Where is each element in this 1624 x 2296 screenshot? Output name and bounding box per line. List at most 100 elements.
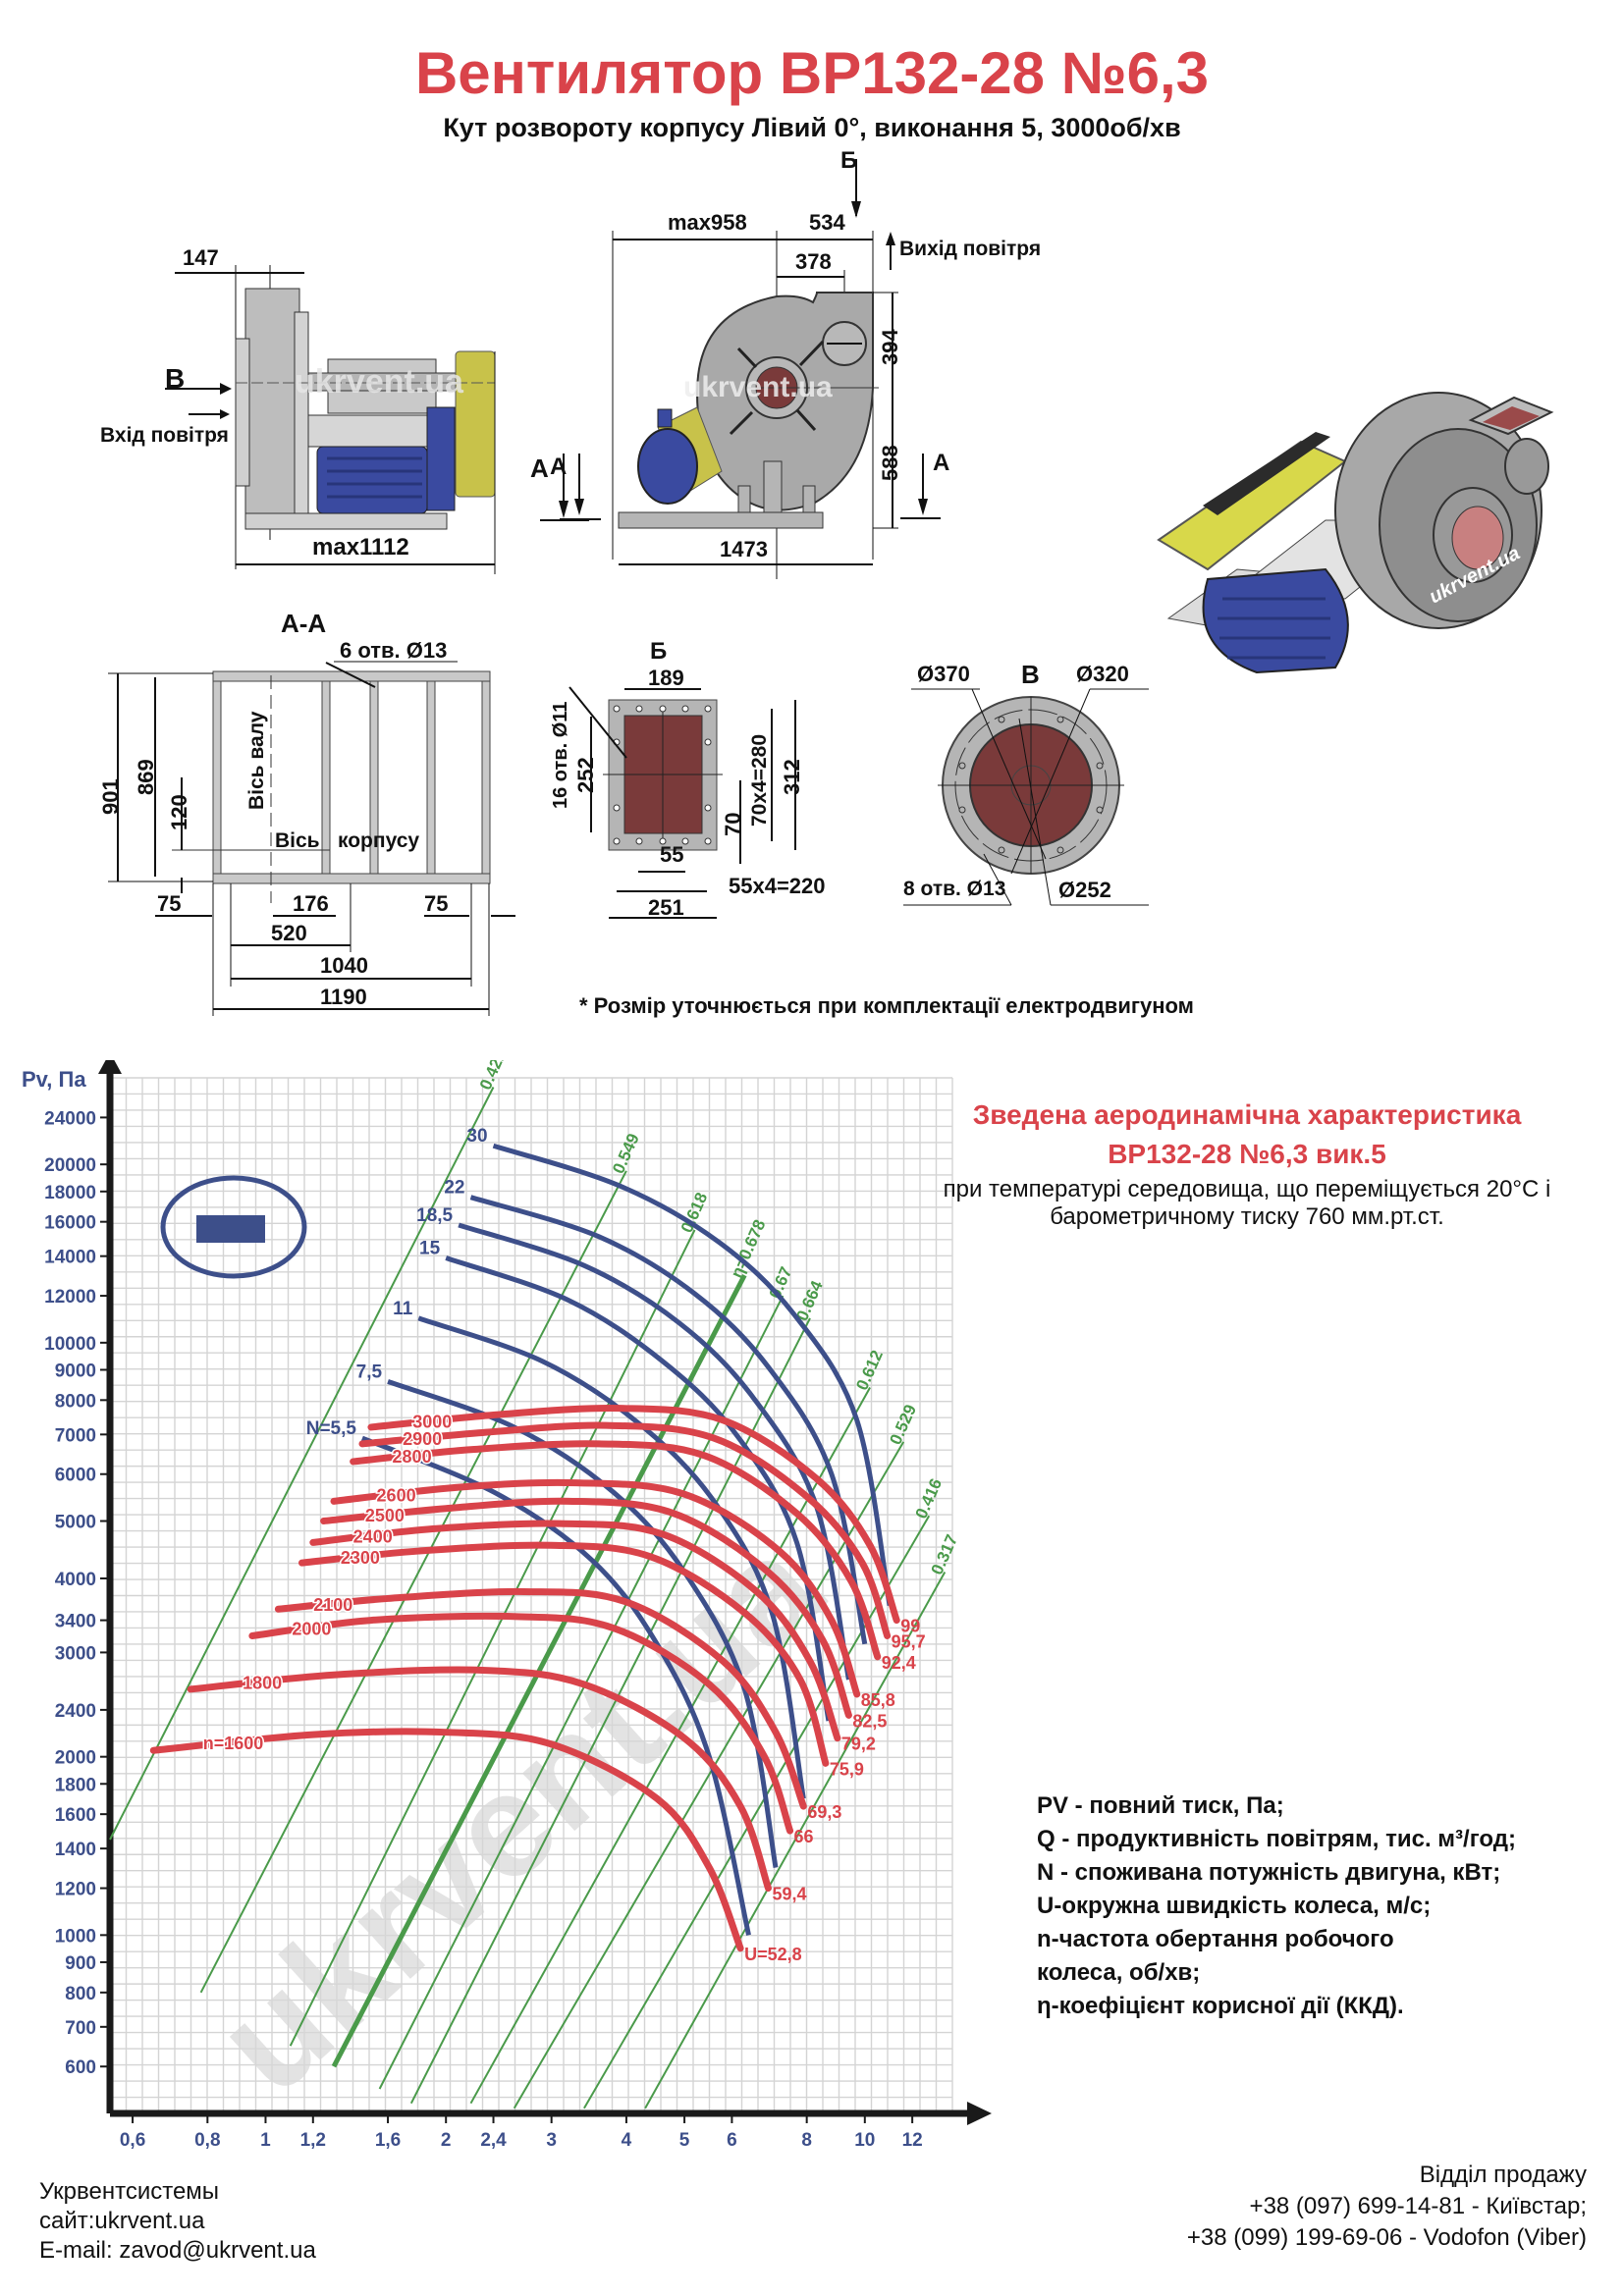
- dim-55: 55: [660, 842, 684, 867]
- chart-title: Зведена аеродинамічна характеристика: [972, 1099, 1522, 1130]
- y-tick-label: 2000: [55, 1748, 96, 1769]
- tip-speed-label: 69,3: [807, 1802, 841, 1822]
- efficiency-label: 0.612: [852, 1348, 887, 1394]
- email-link[interactable]: E-mail: zavod@ukrvent.ua: [39, 2237, 316, 2264]
- efficiency-line: [109, 1087, 495, 1841]
- dim-d320: Ø320: [1076, 662, 1129, 686]
- efficiency-label: 0.549: [609, 1131, 643, 1177]
- dim-147: 147: [183, 245, 219, 270]
- chart-subtitle: при температурі середовища, що переміщує…: [943, 1176, 1551, 1230]
- dim-252-outlet: 252: [573, 757, 598, 793]
- tip-speed-label: 59,4: [772, 1885, 806, 1904]
- x-tick-label: 6: [727, 2130, 737, 2151]
- y-tick-label: 3000: [55, 1643, 96, 1664]
- x-tick-label: 1: [260, 2130, 271, 2151]
- y-tick-label: 12000: [44, 1287, 96, 1308]
- dim-280: 70х4=280: [748, 733, 771, 827]
- speed-curve: [309, 1520, 841, 1742]
- speed-curve: [149, 1728, 744, 1952]
- speed-curve-label: 2500: [365, 1506, 405, 1525]
- speed-curve-label: 2100: [313, 1595, 352, 1615]
- phone-vodafone[interactable]: +38 (099) 199-69-06 - Vodofon (Viber): [1186, 2224, 1587, 2251]
- efficiency-label: 0.529: [886, 1402, 920, 1448]
- speed-curve: [358, 1421, 892, 1639]
- chart-legend: PV - повний тиск, Па; Q - продуктивність…: [1037, 1789, 1516, 2023]
- motor-note: * Розмір уточнюється при комплектації ел…: [579, 993, 1194, 1018]
- speed-curve: [367, 1405, 900, 1625]
- dim-75-left: 75: [157, 891, 182, 916]
- air-outlet-label: Вихід повітря: [899, 238, 1042, 260]
- dim-70: 70: [721, 812, 745, 836]
- dim-75-right: 75: [424, 891, 449, 916]
- x-tick-label: 0,8: [194, 2130, 220, 2151]
- y-tick-label: 4000: [55, 1570, 96, 1590]
- power-curve-label: 18,5: [416, 1205, 453, 1226]
- tip-speed-label: 92,4: [882, 1653, 916, 1673]
- x-tick-label: 10: [854, 2130, 875, 2151]
- x-tick-label: 12: [902, 2130, 923, 2151]
- y-tick-label: 5000: [55, 1513, 96, 1533]
- power-curve: [387, 1379, 779, 1869]
- speed-curve: [350, 1440, 882, 1661]
- legend-item-n-speed: n-частота обертання робочого: [1037, 1926, 1394, 1952]
- y-tick-label: 1400: [55, 1840, 96, 1860]
- view-v-inlet-flange: Ø370 В Ø320 8 отв. Ø13 Ø252: [903, 648, 1159, 913]
- efficiency-label: 0.317: [928, 1532, 962, 1578]
- efficiency-label: 0.422: [476, 1060, 511, 1093]
- y-tick-label: 900: [65, 1953, 96, 1974]
- y-tick-label: 7000: [55, 1425, 96, 1446]
- y-tick-label: 10000: [44, 1334, 96, 1355]
- section-a-mark: А: [530, 454, 549, 483]
- section-aa-drawing: А-А 6 отв. Ø13 901 869 120 Вісь валу Віс…: [98, 609, 550, 1021]
- sales-title: Відділ продажу: [1419, 2162, 1587, 2188]
- legend-item-pv: PV - повний тиск, Па;: [1037, 1792, 1284, 1819]
- x-tick-label: 5: [679, 2130, 690, 2151]
- y-tick-label: 18000: [44, 1183, 96, 1203]
- section-a-left: А: [550, 454, 568, 480]
- speed-curve: [330, 1478, 861, 1698]
- dim-max958: max958: [668, 210, 747, 235]
- site-link[interactable]: сайт:ukrvent.ua: [39, 2208, 205, 2234]
- section-aa-figure: [108, 661, 515, 1016]
- page-title: Вентилятор ВР132-28 №6,3: [414, 40, 1210, 106]
- dim-312: 312: [780, 759, 804, 795]
- efficiency-line: [513, 1441, 905, 2109]
- inlet-flange-figure: [903, 688, 1149, 906]
- dim-901: 901: [98, 778, 123, 815]
- air-inlet-label: Вхід повітря: [100, 424, 229, 447]
- y-tick-label: 2400: [55, 1701, 96, 1722]
- x-tick-label: 8: [801, 2130, 812, 2151]
- dim-1473: 1473: [720, 537, 768, 561]
- y-tick-label: 24000: [44, 1108, 96, 1129]
- x-tick-label: 2,4: [480, 2130, 507, 2151]
- power-curve-label: 15: [419, 1239, 441, 1259]
- legend-item-u: U-окружна швидкість колеса, м/с;: [1037, 1893, 1432, 1919]
- chart-svg: 6007008009001000120014001600180020002400…: [22, 1047, 998, 2186]
- legend-item-n-speed-cont: колеса, об/хв;: [1037, 1959, 1201, 1986]
- view-b-title: Б: [650, 638, 668, 665]
- side-view-figure: ukrvent.ua: [165, 265, 589, 574]
- dim-d370: Ø370: [917, 662, 970, 686]
- dim-251: 251: [648, 895, 684, 920]
- y-tick-label: 9000: [55, 1361, 96, 1381]
- dim-394: 394: [878, 329, 902, 365]
- y-tick-label: 1800: [55, 1775, 96, 1795]
- section-a-right: А: [933, 450, 950, 476]
- phone-kyivstar[interactable]: +38 (097) 699-14-81 - Київстар;: [1249, 2193, 1587, 2219]
- tip-speed-label: 75,9: [830, 1759, 864, 1779]
- body-axis-label-1: Вісь: [275, 829, 320, 852]
- inlet-holes: 8 отв. Ø13: [903, 878, 1006, 900]
- efficiency-line: [644, 1572, 947, 2109]
- dim-d252: Ø252: [1058, 878, 1111, 902]
- power-curve: [469, 1195, 868, 1645]
- legend-item-n: N - споживана потужність двигуна, кВт;: [1037, 1859, 1501, 1886]
- efficiency-label: 0.618: [677, 1190, 712, 1236]
- stamp-icon: [160, 1175, 307, 1279]
- x-tick-label: 0,6: [120, 2130, 145, 2151]
- tip-speed-label: 66: [794, 1827, 814, 1846]
- front-view-figure: [560, 159, 941, 579]
- y-axis-label: Pv, Па: [22, 1067, 86, 1092]
- tip-speed-label: 79,2: [841, 1735, 876, 1754]
- speed-curve-label: 1800: [243, 1674, 282, 1693]
- efficiency-line: [469, 1387, 871, 2105]
